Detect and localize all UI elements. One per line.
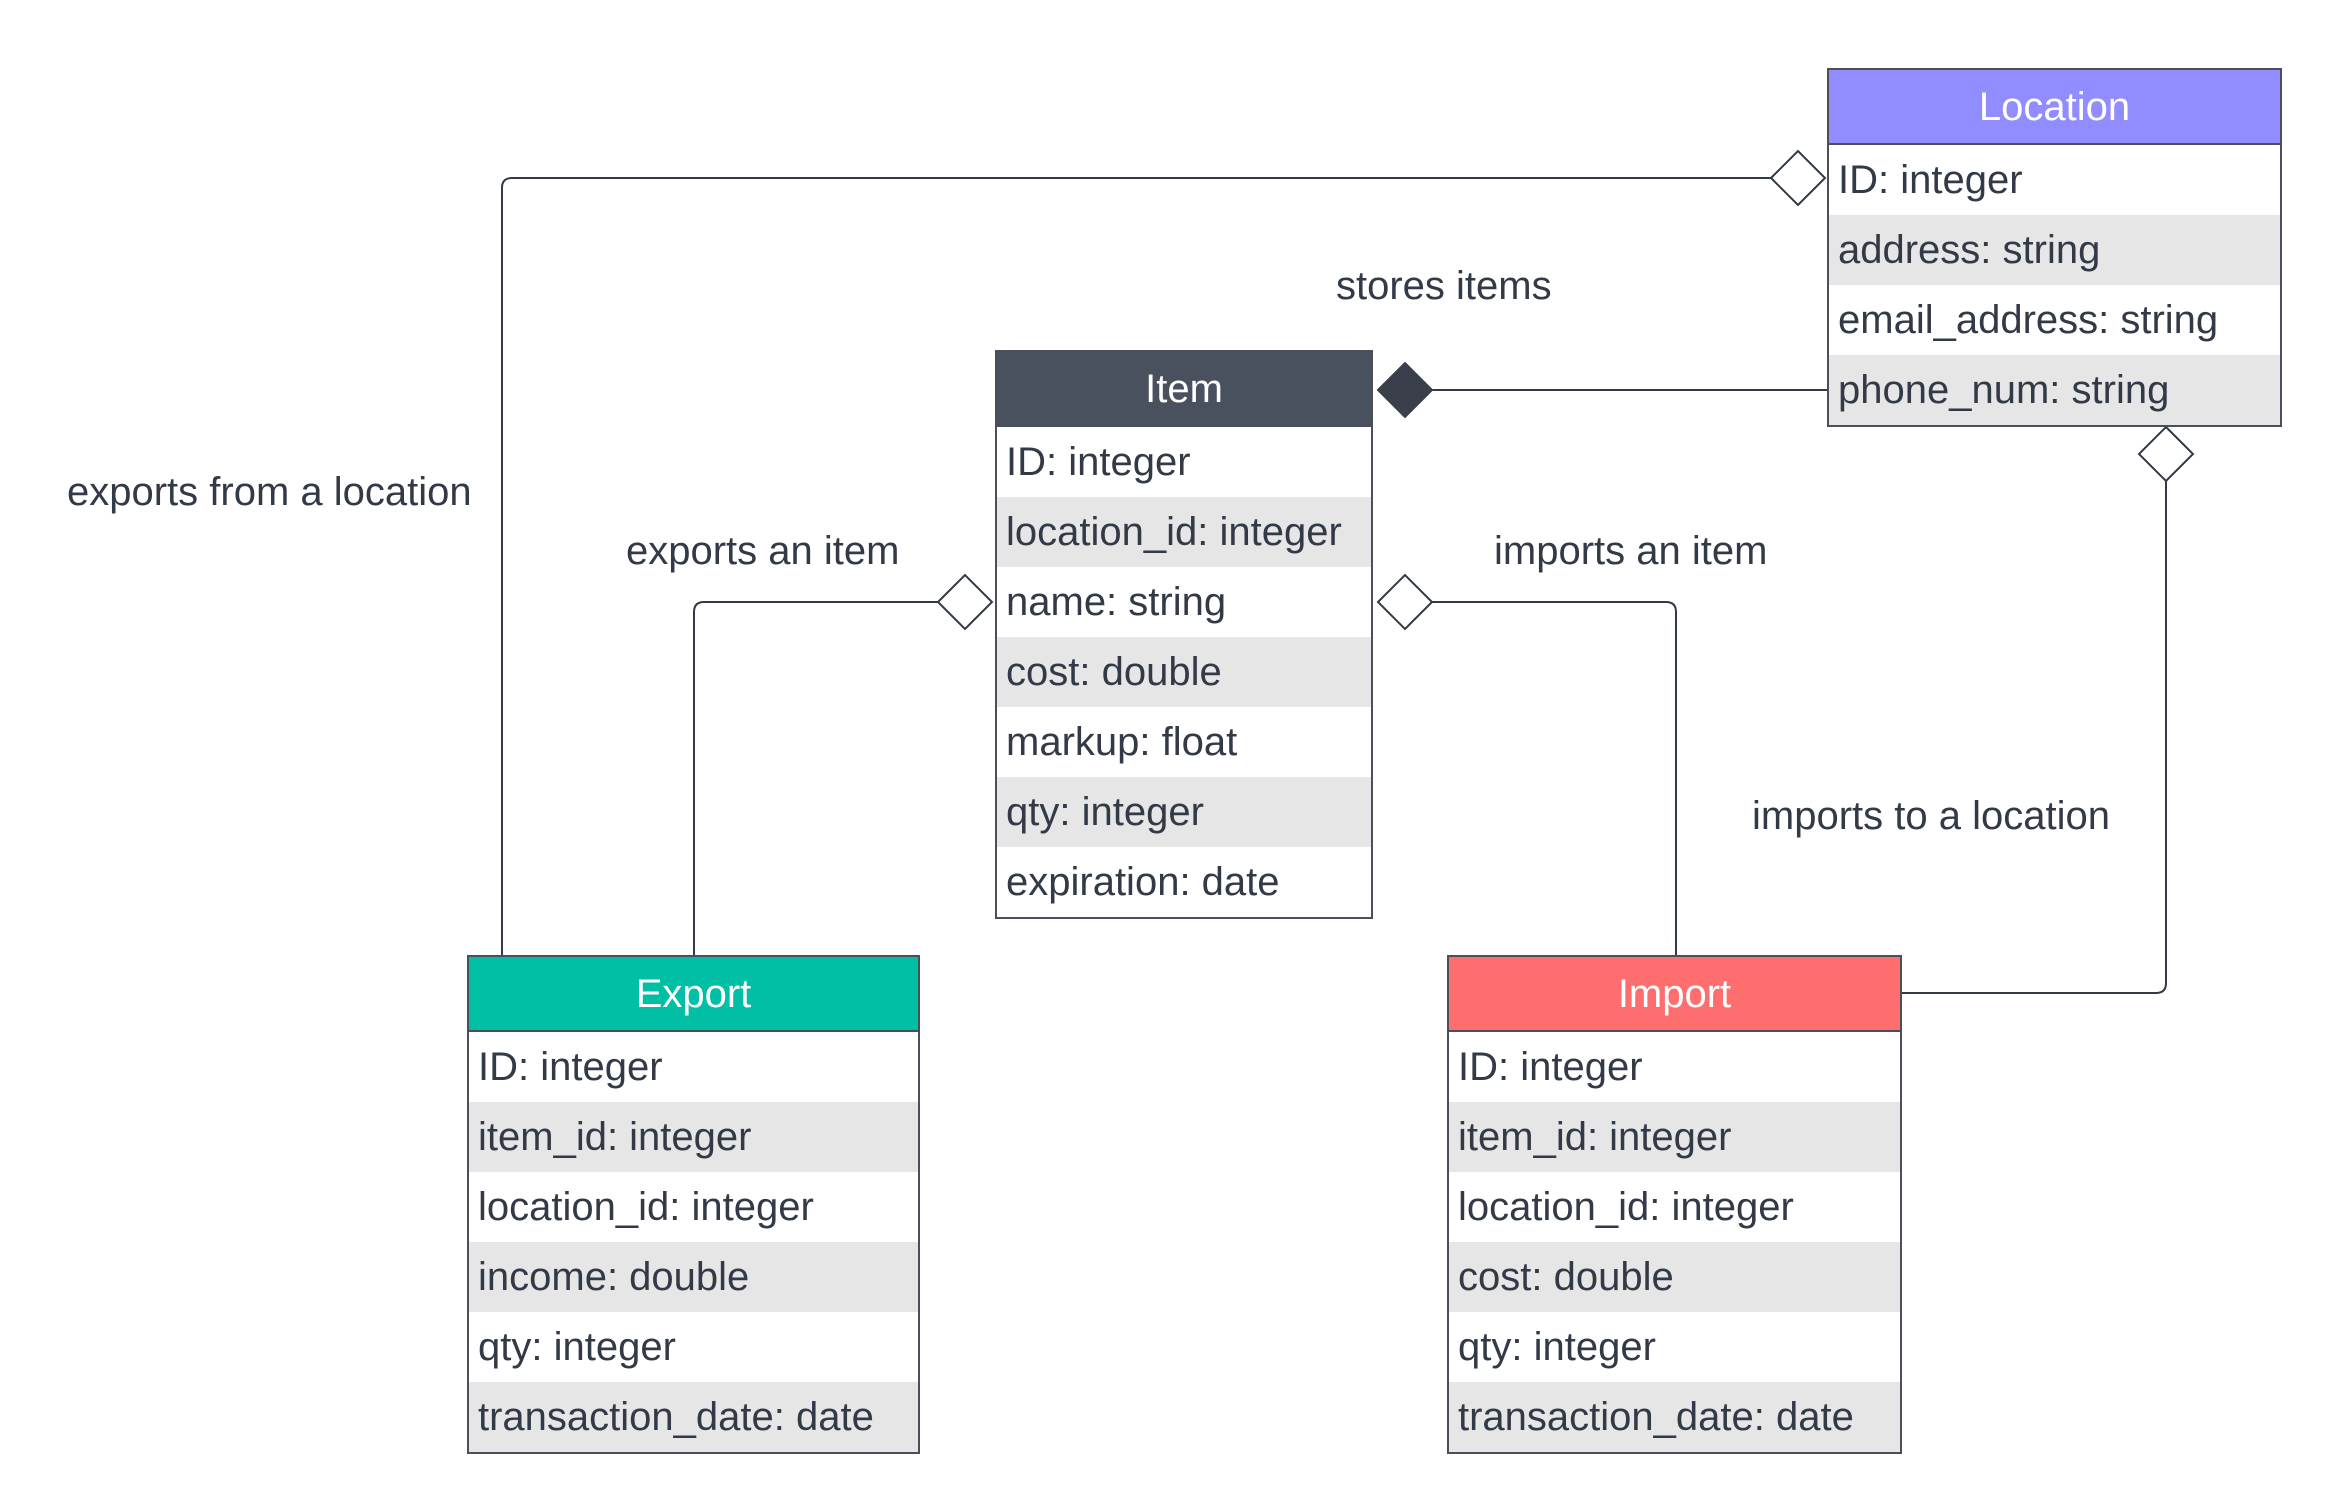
entity-field: location_id: integer	[1458, 1185, 1794, 1229]
entity-field: markup: float	[1006, 720, 1238, 764]
entity-field: address: string	[1829, 215, 2280, 285]
entity-title: Import	[1449, 957, 1900, 1032]
entity-field: ID: integer	[1006, 440, 1191, 484]
entity-field: qty: integer	[1458, 1325, 1656, 1369]
relationship-label-imports-item: imports an item	[1494, 529, 1768, 573]
connector-exports-from-location	[501, 177, 1771, 955]
relationship-label-exports-item: exports an item	[626, 529, 900, 573]
entity-title: Item	[997, 352, 1371, 427]
entity-location[interactable]: Location ID: integer address: string ema…	[1827, 68, 2282, 427]
entity-field: phone_num: string	[1829, 355, 2280, 425]
aggregation-diamond	[1376, 573, 1434, 631]
entity-field: name: string	[1006, 580, 1227, 624]
entity-field: transaction_date: date	[469, 1382, 918, 1452]
connector-imports-to-location	[1902, 481, 2167, 994]
connector-exports-item	[693, 601, 938, 955]
entity-field: email_address: string	[1838, 298, 2219, 342]
entity-item[interactable]: Item ID: integer location_id: integer na…	[995, 350, 1373, 919]
relationship-label-imports-to-location: imports to a location	[1752, 794, 2110, 838]
composition-diamond	[1376, 361, 1434, 419]
entity-field: transaction_date: date	[1449, 1382, 1900, 1452]
aggregation-diamond	[2137, 425, 2195, 483]
relationship-label-stores-items: stores items	[1336, 264, 1552, 308]
entity-field: cost: double	[1449, 1242, 1900, 1312]
relationship-label-exports-from-location: exports from a location	[67, 470, 472, 514]
entity-field: cost: double	[997, 637, 1371, 707]
entity-field: ID: integer	[1458, 1045, 1643, 1089]
entity-export[interactable]: Export ID: integer item_id: integer loca…	[467, 955, 920, 1454]
connector-imports-item	[1432, 601, 1677, 955]
entity-title: Location	[1829, 70, 2280, 145]
entity-field: ID: integer	[1838, 158, 2023, 202]
aggregation-diamond	[1769, 149, 1827, 207]
entity-import[interactable]: Import ID: integer item_id: integer loca…	[1447, 955, 1902, 1454]
aggregation-diamond	[936, 573, 994, 631]
entity-field: qty: integer	[478, 1325, 676, 1369]
entity-field: item_id: integer	[469, 1102, 918, 1172]
entity-field: ID: integer	[478, 1045, 663, 1089]
entity-field: income: double	[469, 1242, 918, 1312]
entity-field: qty: integer	[997, 777, 1371, 847]
entity-field: location_id: integer	[478, 1185, 814, 1229]
entity-title: Export	[469, 957, 918, 1032]
entity-field: location_id: integer	[997, 497, 1371, 567]
entity-field: item_id: integer	[1449, 1102, 1900, 1172]
entity-field: expiration: date	[1006, 860, 1280, 904]
